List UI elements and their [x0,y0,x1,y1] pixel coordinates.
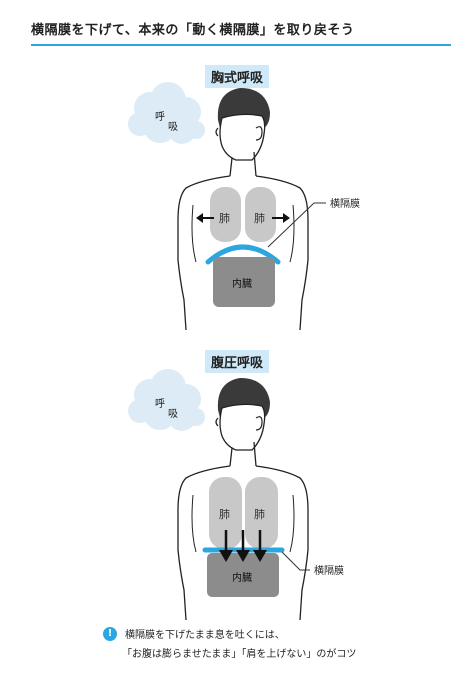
lung-left-label-2: 肺 [219,508,230,521]
head-face [219,113,266,161]
abdominal-breathing-title: 腹圧呼吸 [205,350,270,373]
lung-right-1 [245,187,276,242]
cloud-label-exhale-2: 呼 [155,398,165,410]
organ-label-2: 内臓 [232,571,252,584]
breath-cloud-1 [128,82,205,144]
callout-line-1 [267,202,326,248]
lung-left-2 [209,477,242,549]
exclamation-icon: ! [103,627,117,641]
callout-label-2: 横隔膜 [314,564,344,577]
breath-cloud-2 [128,369,205,431]
abdominal-breathing-figure: 呼 吸 肺 肺 内臓 横隔膜 [128,369,344,621]
organ-block-1 [213,257,275,307]
lung-right-label-2: 肺 [254,508,265,521]
lung-right-2 [245,477,278,549]
lung-right-label-1: 肺 [254,212,265,225]
callout-line-2 [281,551,310,571]
down-arrows [219,530,267,562]
cloud-label-exhale: 呼 [155,111,165,123]
page-heading: 横隔膜を下げて、本来の「動く横隔膜」を取り戻そう [31,23,355,38]
arrow-right-icon [283,213,290,223]
organ-label-1: 内臓 [232,277,252,290]
cloud-label-inhale: 吸 [168,122,178,133]
chest-breathing-title: 胸式呼吸 [205,65,270,88]
note-line-1: 横隔膜を下げたまま息を吐くには、 [125,630,285,641]
head-face-2 [219,403,266,451]
arrow-left-icon [196,213,203,223]
note-line-2: 「お腹は膨らませたまま」「肩を上げない」のがコツ [122,649,357,660]
lung-left-label-1: 肺 [219,212,230,225]
heading-underline [31,44,451,46]
organ-block-2 [207,553,279,597]
arrow-down-icon [253,550,267,562]
lung-left-1 [210,187,241,242]
diaphragm-arch-1 [205,244,281,265]
cloud-label-inhale-2: 吸 [168,409,178,420]
arrow-down-icon [236,550,250,562]
callout-label-1: 横隔膜 [330,197,360,210]
arrow-down-icon [219,550,233,562]
chest-breathing-figure: 呼 吸 肺 肺 内臓 横隔膜 [128,82,360,331]
